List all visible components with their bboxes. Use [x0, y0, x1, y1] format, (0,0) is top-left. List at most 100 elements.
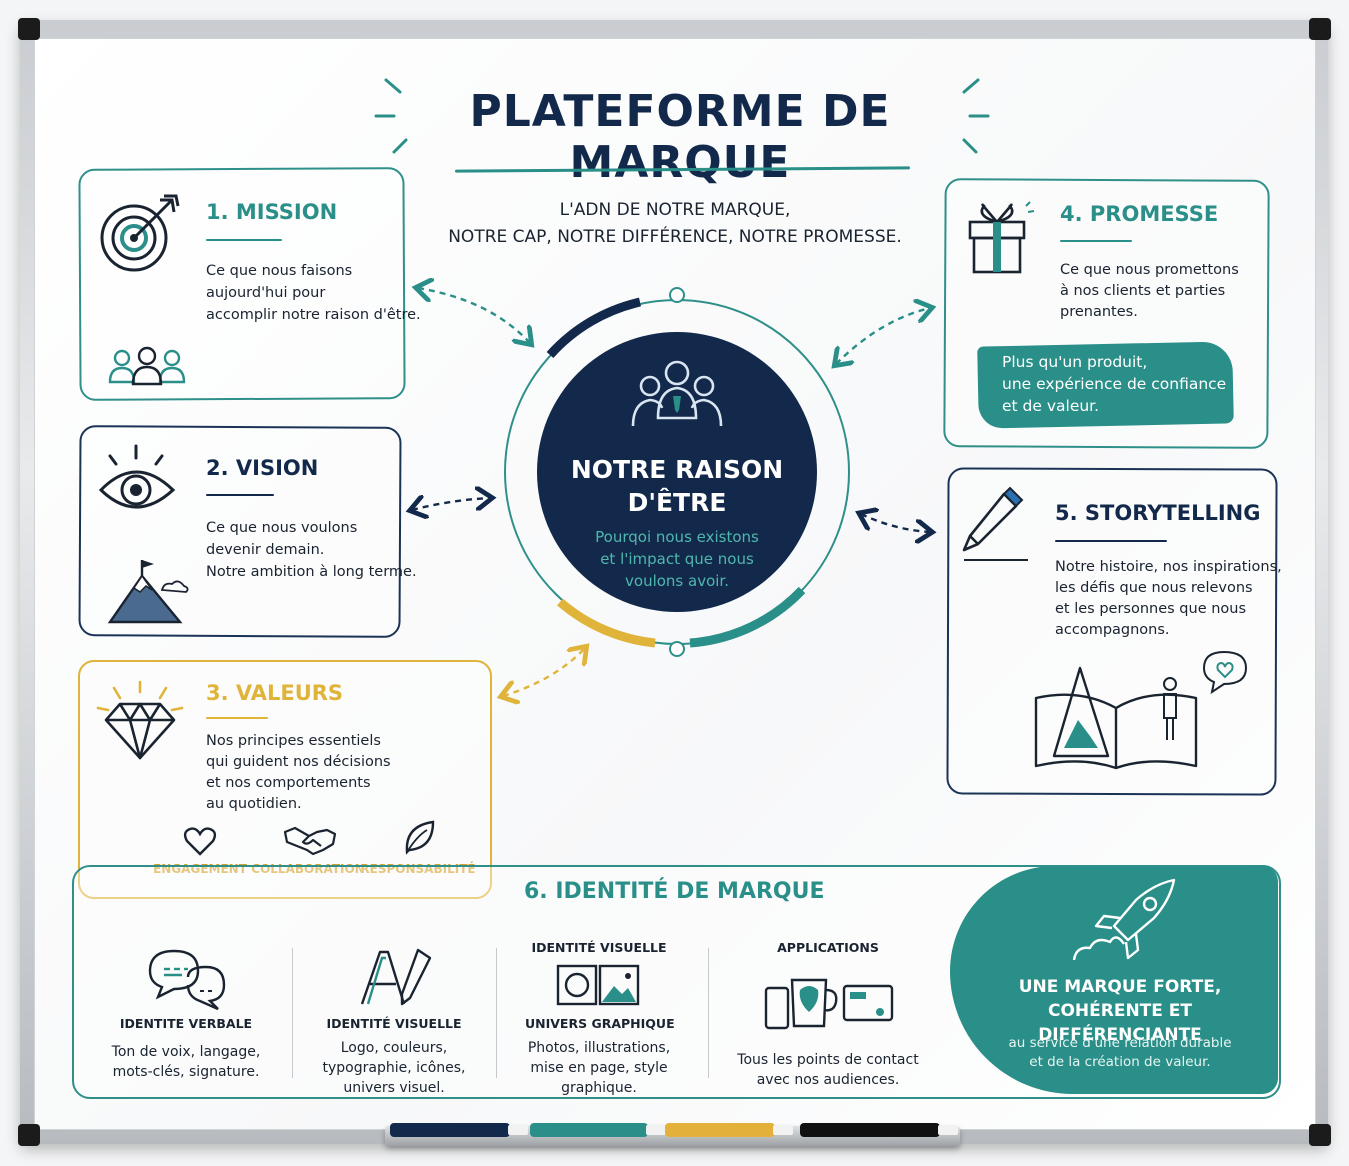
applications-text: Tous les points de contact avec nos audi… — [728, 1050, 928, 1090]
text-line: à nos clients et parties — [1060, 283, 1226, 299]
text-line: Notre ambition à long terme. — [206, 564, 417, 580]
text-line: les défis que nous relevons — [1055, 580, 1253, 596]
column-divider — [496, 948, 497, 1078]
cta-text: au service d'une relation durable et de … — [985, 1034, 1255, 1072]
purpose-title-line: D'ÊTRE — [627, 488, 727, 517]
text-line: mots-clés, signature. — [112, 1064, 260, 1080]
text-line: au quotidien. — [206, 796, 302, 812]
text-line: aujourd'hui pour — [206, 285, 326, 301]
storytelling-title: 5. STORYTELLING — [1055, 501, 1261, 525]
column-divider — [708, 948, 709, 1078]
target-icon — [100, 194, 180, 272]
heart-icon — [183, 827, 217, 856]
purpose-description: Pourqoi nous existons et l'impact que no… — [547, 526, 807, 592]
rocket-icon — [1072, 878, 1176, 961]
team-icon — [631, 360, 723, 427]
teal-marker[interactable] — [530, 1123, 666, 1137]
text-line: avec nos audiences. — [756, 1072, 900, 1088]
frame-corner — [1309, 1124, 1331, 1146]
purpose-text-line: voulons avoir. — [625, 572, 729, 590]
purpose-text-line: et l'impact que nous — [600, 550, 754, 568]
purpose-title-line: NOTRE RAISON — [570, 455, 784, 484]
page-title: PLATEFORME DE MARQUE — [469, 86, 891, 188]
typography-pen-icon — [360, 948, 432, 1006]
storytelling-description: Notre histoire, nos inspirations, les dé… — [1055, 557, 1282, 641]
text-line: et les personnes que nous — [1055, 601, 1247, 617]
leaf-icon — [405, 820, 435, 855]
text-line: accomplir notre raison d'être. — [206, 307, 421, 323]
vision-rule — [206, 494, 274, 496]
column-divider — [292, 948, 293, 1078]
graphic-universe-text: Photos, illustrations, mise en page, sty… — [512, 1038, 686, 1098]
mission-title: 1. MISSION — [206, 200, 338, 224]
applications-heading: APPLICATIONS — [777, 940, 879, 955]
text-line: au service d'une relation durable — [1008, 1035, 1232, 1051]
images-icon — [556, 964, 640, 1006]
visual-identity-text: Logo, couleurs, typographie, icônes, uni… — [308, 1038, 480, 1098]
brand-applications-icon — [764, 978, 894, 1030]
text-line: univers visuel. — [343, 1080, 445, 1096]
vision-description: Ce que nous voulons devenir demain. Notr… — [206, 517, 417, 583]
black-marker[interactable] — [800, 1123, 958, 1137]
text-line: Plus qu'un produit, — [1002, 353, 1148, 371]
frame-corner — [1309, 18, 1331, 40]
valeurs-card — [78, 660, 492, 899]
verbal-identity-text: Ton de voix, langage, mots-clés, signatu… — [100, 1042, 272, 1082]
subtitle-line: NOTRE CAP, NOTRE DIFFÉRENCE, NOTRE PROME… — [448, 227, 902, 247]
text-line: accompagnons. — [1055, 622, 1170, 638]
text-line: devenir demain. — [206, 542, 325, 558]
people-group-icon — [108, 346, 186, 386]
text-line: et de la création de valeur. — [1029, 1054, 1211, 1070]
promesse-rule — [1060, 240, 1132, 242]
handshake-icon — [283, 826, 337, 856]
text-line: typographie, icônes, — [322, 1060, 466, 1076]
visual-identity-label: IDENTITÉ VISUELLE — [326, 1016, 462, 1031]
text-line: Notre histoire, nos inspirations, — [1055, 559, 1282, 575]
valeurs-title: 3. VALEURS — [206, 681, 344, 705]
pencil-icon — [962, 486, 1028, 561]
frame-corner — [18, 1124, 40, 1146]
valeurs-rule — [206, 717, 268, 719]
text-line: Nos principes essentiels — [206, 733, 381, 749]
text-line: UNE MARQUE FORTE, — [1018, 977, 1222, 997]
mountain-flag-icon — [107, 560, 189, 624]
text-line: et de valeur. — [1002, 397, 1100, 415]
identite-title: 6. IDENTITÉ DE MARQUE — [524, 879, 825, 904]
text-line: Logo, couleurs, — [340, 1040, 448, 1056]
speech-bubbles-icon — [148, 949, 226, 1011]
text-line: une expérience de confiance — [1002, 375, 1227, 393]
promesse-description: Ce que nous promettons à nos clients et … — [1060, 260, 1239, 323]
valeurs-description: Nos principes essentiels qui guident nos… — [206, 731, 391, 815]
promesse-title: 4. PROMESSE — [1060, 202, 1219, 226]
storytelling-rule — [1055, 540, 1167, 542]
text-line: et nos comportements — [206, 775, 371, 791]
title-spark-lines — [374, 78, 990, 154]
subtitle-line: L'ADN DE NOTRE MARQUE, — [559, 200, 791, 220]
subtitle: L'ADN DE NOTRE MARQUE, NOTRE CAP, NOTRE … — [440, 197, 910, 251]
text-line: Ce que nous faisons — [206, 263, 353, 279]
visual-identity-heading: IDENTITÉ VISUELLE — [531, 940, 667, 955]
text-line: Ton de voix, langage, — [111, 1044, 261, 1060]
purpose-title: NOTRE RAISON D'ÊTRE — [537, 453, 817, 519]
text-line: graphique. — [561, 1080, 637, 1096]
text-line: Ce que nous voulons — [206, 520, 358, 536]
yellow-marker[interactable] — [665, 1123, 793, 1137]
text-line: mise en page, style — [530, 1060, 668, 1076]
gift-icon — [968, 201, 1035, 274]
text-line: Ce que nous promettons — [1060, 262, 1239, 278]
frame-corner — [18, 18, 40, 40]
text-line: Tous les points de contact — [737, 1052, 919, 1068]
text-line: qui guident nos décisions — [206, 754, 391, 770]
eye-icon — [98, 444, 176, 509]
core-ring — [504, 287, 850, 657]
promesse-highlight-text: Plus qu'un produit, une expérience de co… — [1002, 351, 1226, 417]
cta-title: UNE MARQUE FORTE, COHÉRENTE ET DIFFÉRENC… — [975, 975, 1265, 1047]
mission-rule — [206, 239, 282, 241]
diamond-icon — [96, 680, 184, 760]
graphic-universe-label: UNIVERS GRAPHIQUE — [525, 1016, 675, 1031]
text-line: Photos, illustrations, — [527, 1040, 671, 1056]
purpose-circle — [537, 332, 817, 612]
identite-cta — [950, 866, 1278, 1094]
navy-marker[interactable] — [390, 1123, 528, 1137]
